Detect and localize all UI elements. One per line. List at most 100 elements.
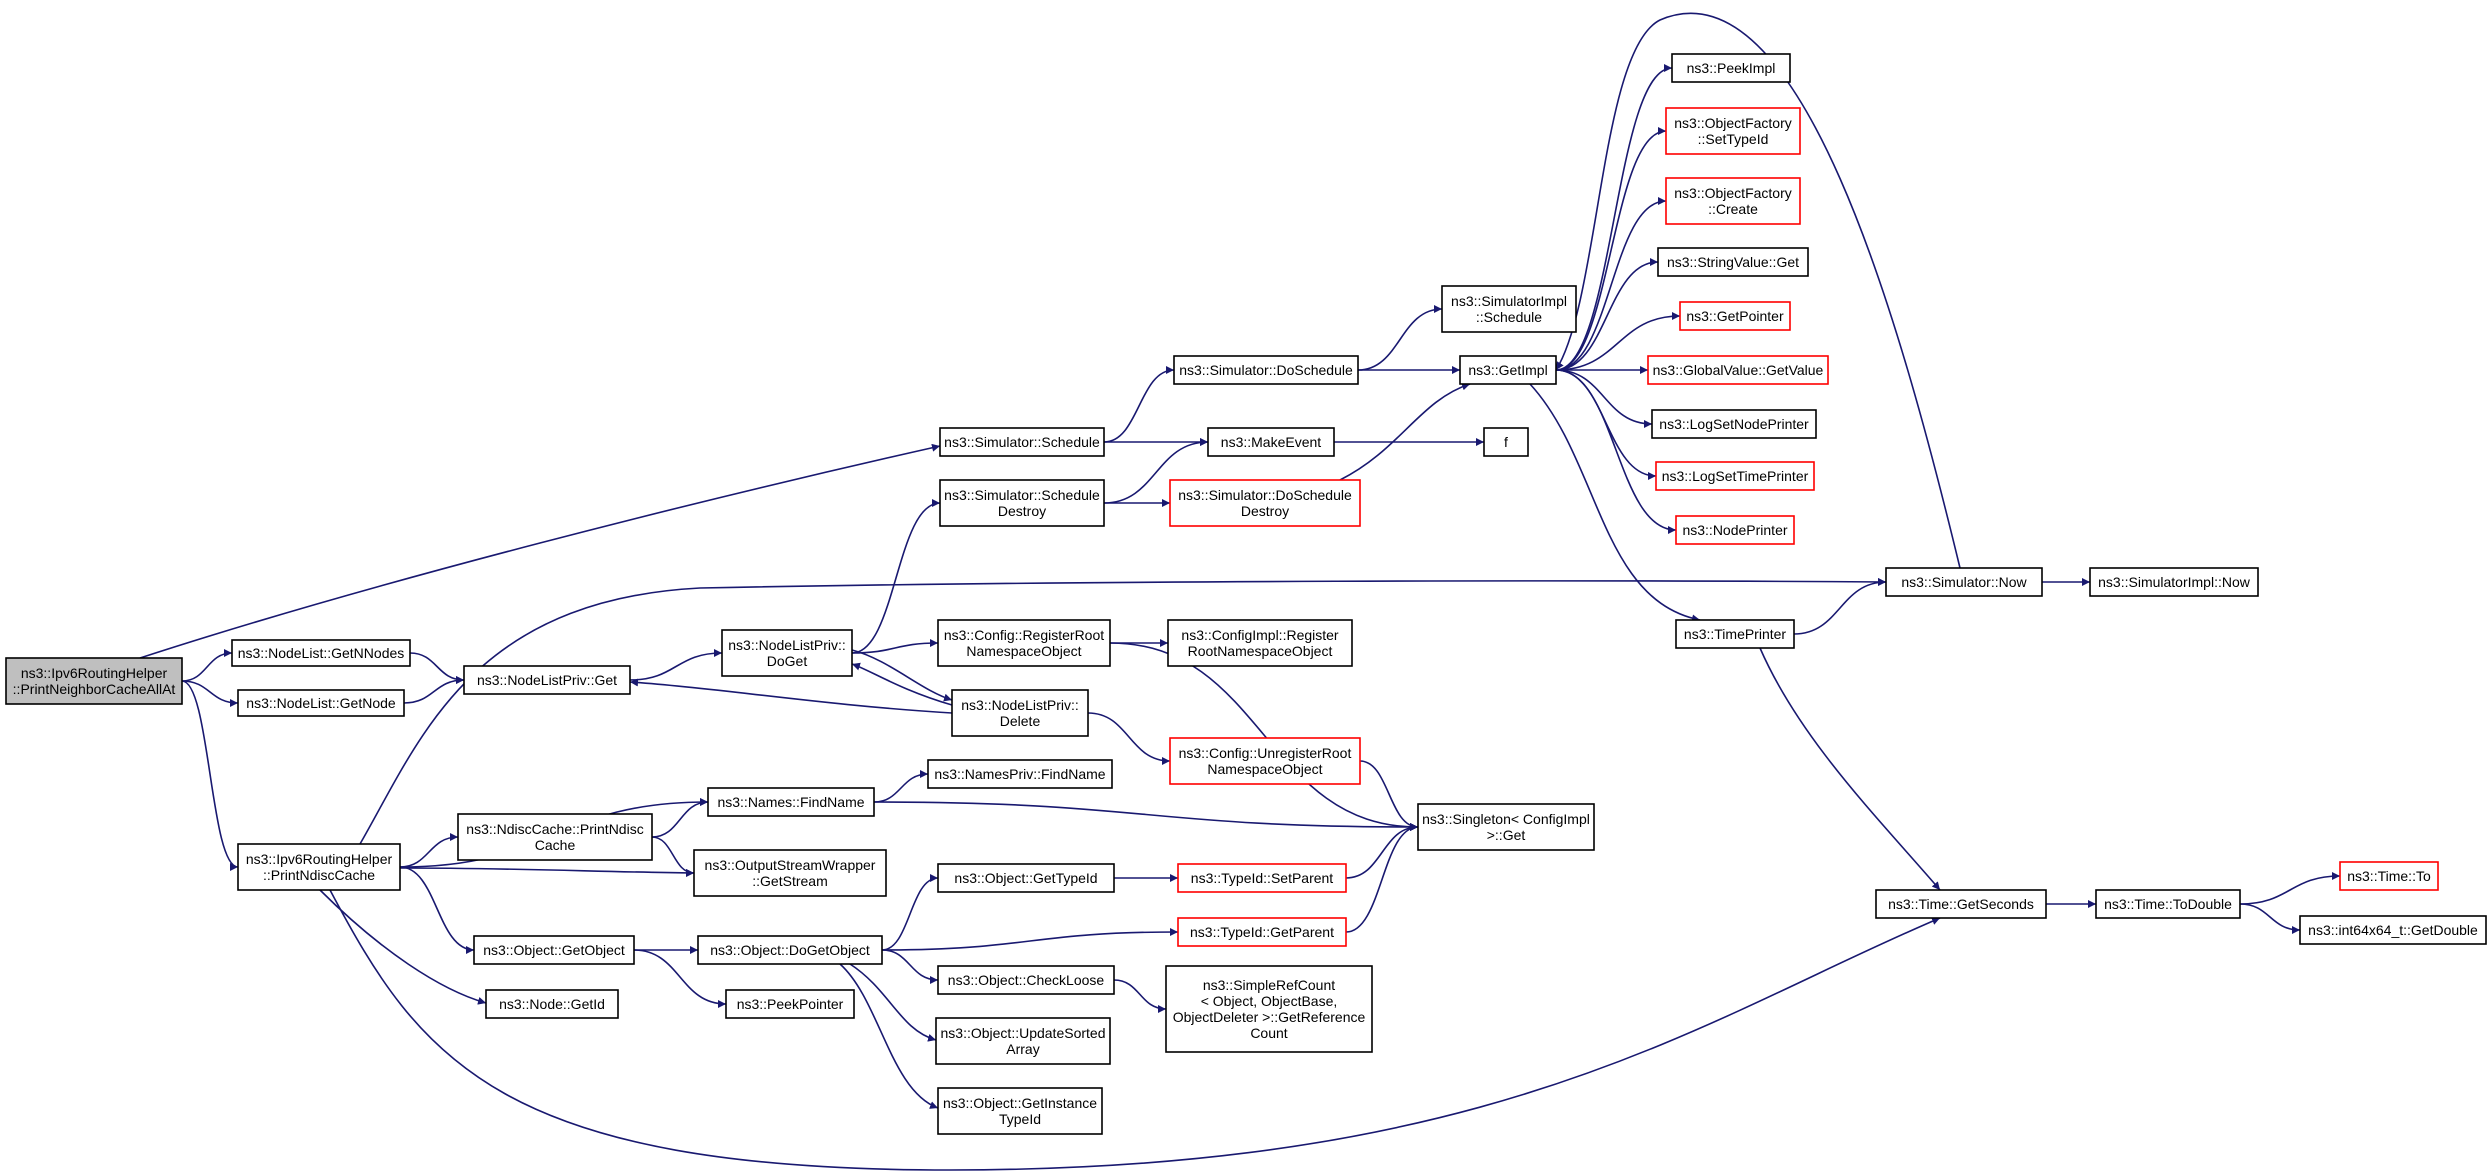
- node-checkloose[interactable]: ns3::Object::CheckLoose: [937, 965, 1115, 995]
- node-nlpdoget[interactable]: ns3::NodeListPriv::DoGet: [721, 629, 853, 677]
- node-simdoschedule[interactable]: ns3::Simulator::DoSchedule: [1173, 355, 1359, 385]
- node-simplerefcount[interactable]: ns3::SimpleRefCount< Object, ObjectBase,…: [1165, 965, 1373, 1053]
- node-box: [1665, 107, 1801, 155]
- edge-timeprinter-to-timegetseconds: [1759, 647, 1941, 891]
- node-box: [1441, 285, 1577, 333]
- edge-path: [839, 963, 939, 1109]
- node-getnode[interactable]: ns3::NodeList::GetNode: [237, 689, 405, 717]
- node-timetodouble[interactable]: ns3::Time::ToDouble: [2095, 889, 2241, 919]
- node-label: Delete: [1000, 713, 1041, 729]
- node-printndisc[interactable]: ns3::Ipv6RoutingHelper::PrintNdiscCache: [237, 843, 401, 891]
- node-label: ns3::LogSetTimePrinter: [1662, 468, 1809, 484]
- node-label: ns3::Ipv6RoutingHelper: [246, 851, 393, 867]
- node-label: ns3::LogSetNodePrinter: [1659, 416, 1809, 432]
- node-typeidgetparent[interactable]: ns3::TypeId::GetParent: [1177, 917, 1347, 947]
- node-timeto[interactable]: ns3::Time::To: [2339, 861, 2439, 891]
- edge-printndisc-to-getstream: [399, 867, 695, 877]
- edge-path: [1555, 369, 1677, 534]
- edge-path: [1087, 712, 1171, 765]
- node-stringvalueget[interactable]: ns3::StringValue::Get: [1657, 247, 1809, 277]
- node-getobject[interactable]: ns3::Object::GetObject: [473, 935, 635, 965]
- node-dogetobject[interactable]: ns3::Object::DoGetObject: [697, 935, 883, 965]
- node-int64getdouble[interactable]: ns3::int64x64_t::GetDouble: [2299, 915, 2487, 945]
- edge-path: [1345, 823, 1419, 933]
- node-getimpl[interactable]: ns3::GetImpl: [1459, 355, 1557, 385]
- node-nodegetid[interactable]: ns3::Node::GetId: [485, 989, 619, 1019]
- node-globalvalue[interactable]: ns3::GlobalValue::GetValue: [1647, 355, 1829, 385]
- edge-printndisc-to-ndiscprint: [399, 833, 459, 868]
- node-box: [937, 1087, 1103, 1135]
- edge-nlpdoget-to-nlpdelete: [851, 649, 953, 702]
- node-label: ns3::NodeListPriv::: [728, 637, 846, 653]
- node-nlpdelete[interactable]: ns3::NodeListPriv::Delete: [951, 689, 1089, 737]
- node-box: [1885, 567, 2043, 597]
- node-simimplschedule[interactable]: ns3::SimulatorImpl::Schedule: [1441, 285, 1577, 333]
- edge-path: [881, 928, 1179, 951]
- node-label: ns3::MakeEvent: [1221, 434, 1321, 450]
- node-objgettypeid[interactable]: ns3::Object::GetTypeId: [937, 863, 1115, 893]
- edge-getimpl-to-timeprinter: [1529, 383, 1701, 623]
- node-logsettimeprinter[interactable]: ns3::LogSetTimePrinter: [1655, 461, 1815, 491]
- node-simschedule[interactable]: ns3::Simulator::Schedule: [939, 427, 1105, 457]
- edge-path: [359, 577, 1887, 845]
- edge-path: [851, 649, 953, 702]
- node-ofsettypeid[interactable]: ns3::ObjectFactory::SetTypeId: [1665, 107, 1801, 155]
- edge-path: [1555, 312, 1681, 371]
- node-label: ns3::GlobalValue::GetValue: [1653, 362, 1824, 378]
- node-label: ns3::TimePrinter: [1684, 626, 1787, 642]
- node-label: ns3::NodeListPriv::Get: [477, 672, 617, 688]
- node-label: ns3::Simulator::DoSchedule: [1179, 362, 1353, 378]
- node-namesprivfind[interactable]: ns3::NamesPriv::FindName: [927, 759, 1113, 789]
- node-box: [951, 689, 1089, 737]
- node-simnow[interactable]: ns3::Simulator::Now: [1885, 567, 2043, 597]
- node-peekpointer[interactable]: ns3::PeekPointer: [725, 989, 855, 1019]
- node-makeevent[interactable]: ns3::MakeEvent: [1207, 427, 1335, 457]
- node-timegetseconds[interactable]: ns3::Time::GetSeconds: [1875, 889, 2047, 919]
- node-box: [1675, 619, 1795, 649]
- node-getnnodes[interactable]: ns3::NodeList::GetNNodes: [231, 639, 411, 667]
- node-box: [937, 619, 1111, 667]
- node-label: ns3::TypeId::GetParent: [1190, 924, 1334, 940]
- node-getstream[interactable]: ns3::OutputStreamWrapper::GetStream: [693, 849, 887, 897]
- edge-timetodouble-to-int64getdouble: [2239, 903, 2301, 934]
- node-ndiscprint[interactable]: ns3::NdiscCache::PrintNdiscCache: [457, 813, 653, 861]
- node-box: [707, 787, 875, 817]
- node-logsetnodeprinter[interactable]: ns3::LogSetNodePrinter: [1651, 409, 1817, 439]
- node-timeprinter[interactable]: ns3::TimePrinter: [1675, 619, 1795, 649]
- edge-findname-to-singleton: [873, 801, 1419, 831]
- edge-simdoscheduledestroy-to-getimpl: [1339, 382, 1471, 481]
- node-ofcreate[interactable]: ns3::ObjectFactory::Create: [1665, 177, 1801, 225]
- nodes-layer: ns3::Ipv6RoutingHelper::PrintNeighborCac…: [5, 53, 2487, 1135]
- node-label: ns3::int64x64_t::GetDouble: [2308, 922, 2478, 938]
- node-box: [231, 639, 411, 667]
- node-label: ns3::Object::GetInstance: [943, 1095, 1097, 1111]
- node-typeidsetparent[interactable]: ns3::TypeId::SetParent: [1177, 863, 1347, 893]
- node-label: ns3::Singleton< ConfigImpl: [1422, 811, 1590, 827]
- node-cfgimplregister[interactable]: ns3::ConfigImpl::RegisterRootNamespaceOb…: [1167, 619, 1353, 667]
- node-cfgunregister[interactable]: ns3::Config::UnregisterRootNamespaceObje…: [1169, 737, 1361, 785]
- node-simimplnow[interactable]: ns3::SimulatorImpl::Now: [2089, 567, 2259, 597]
- node-singleton[interactable]: ns3::Singleton< ConfigImpl>::Get: [1417, 803, 1595, 851]
- node-label: ns3::PeekPointer: [737, 996, 844, 1012]
- edge-path: [399, 866, 475, 954]
- node-label: NamespaceObject: [966, 643, 1081, 659]
- edge-path: [1555, 12, 1961, 569]
- node-label: ns3::NdiscCache::PrintNdisc: [466, 821, 643, 837]
- node-getpointer[interactable]: ns3::GetPointer: [1679, 301, 1791, 331]
- node-nlpget[interactable]: ns3::NodeListPriv::Get: [463, 665, 631, 695]
- edge-ndiscprint-to-getstream: [651, 836, 695, 877]
- node-peekimpl[interactable]: ns3::PeekImpl: [1671, 53, 1791, 83]
- node-f[interactable]: f: [1483, 427, 1529, 457]
- node-label: ns3::TypeId::SetParent: [1191, 870, 1334, 886]
- edge-checkloose-to-simplerefcount: [1113, 979, 1167, 1013]
- node-label: ns3::Node::GetId: [499, 996, 605, 1012]
- node-root[interactable]: ns3::Ipv6RoutingHelper::PrintNeighborCac…: [5, 657, 183, 705]
- node-findname[interactable]: ns3::Names::FindName: [707, 787, 875, 817]
- node-label: ns3::SimulatorImpl::Now: [2098, 574, 2251, 590]
- node-nodeprinter[interactable]: ns3::NodePrinter: [1675, 515, 1795, 545]
